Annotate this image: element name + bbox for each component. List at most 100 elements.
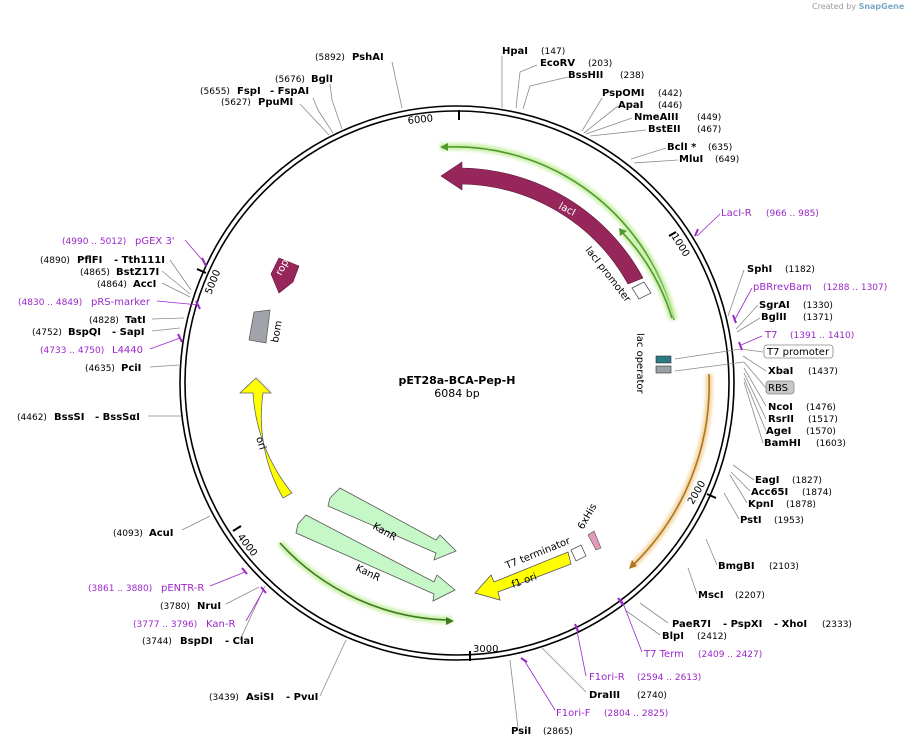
enzyme-PpuMI[interactable]: PpuMI [258, 97, 293, 108]
leader-XbaI [742, 355, 767, 372]
primer-LacI-R[interactable]: LacI-R [721, 208, 752, 219]
enzyme-FspI[interactable]: FspI [237, 86, 261, 97]
enzyme-DraIII[interactable]: DraIII [589, 690, 620, 701]
enzyme-SapI[interactable]: - SapI [112, 327, 144, 338]
feature-rop [270, 257, 300, 294]
enzyme-EcoRV[interactable]: EcoRV [540, 58, 575, 69]
enzyme-BmgBI[interactable]: BmgBI [718, 561, 755, 572]
enzyme-ClaI[interactable]: - ClaI [225, 636, 254, 647]
enzyme-BstEII[interactable]: BstEII [648, 124, 681, 135]
enzyme-MscI[interactable]: MscI [698, 590, 724, 601]
leader-pRS-marker [156, 300, 200, 306]
primer-LacI-R-range: (966 .. 985) [766, 209, 819, 219]
enzyme-BspDI[interactable]: BspDI [180, 636, 213, 647]
T7-promoter-label[interactable]: T7 promoter [766, 347, 830, 358]
enzyme-NcoI[interactable]: NcoI [768, 402, 793, 413]
enzyme-Acc65I[interactable]: Acc65I [751, 487, 788, 498]
leader-MluI [633, 159, 679, 164]
enzyme-NruI[interactable]: NruI [197, 601, 221, 612]
feature-ori [238, 377, 293, 499]
feature-lacI-promoter [631, 281, 652, 300]
feature-bom-label: bom [270, 320, 285, 344]
enzyme-XhoI[interactable]: - XhoI [774, 619, 807, 630]
enzyme-NmeAIII-pos: (449) [697, 113, 721, 123]
enzyme-NcoI-pos: (1476) [806, 403, 836, 413]
enzyme-BlpI[interactable]: BlpI [662, 631, 684, 642]
enzyme-SgrAI[interactable]: SgrAI [759, 300, 790, 311]
enzyme-MscI-pos: (2207) [735, 591, 765, 601]
leader-NmeAIII [585, 117, 633, 135]
enzyme-BssHII[interactable]: BssHII [568, 70, 603, 81]
enzyme-AccI[interactable]: AccI [133, 279, 156, 290]
enzyme-PvuI[interactable]: - PvuI [286, 692, 318, 703]
primer-T7[interactable]: T7 [764, 330, 777, 341]
primer-F1ori-F[interactable]: F1ori-F [556, 708, 591, 719]
enzyme-PciI[interactable]: PciI [121, 363, 141, 374]
enzyme-AcuI[interactable]: AcuI [149, 528, 174, 539]
enzyme-BspQI[interactable]: BspQI [68, 327, 101, 338]
leader-T7-Term [620, 597, 643, 653]
leader-ApaI [583, 105, 619, 134]
RBS-label[interactable]: RBS [768, 383, 788, 394]
enzyme-PstI-pos: (1953) [774, 516, 804, 526]
orf-lacI-arrowhead [440, 143, 448, 151]
primer-pENTR-R[interactable]: pENTR-R [161, 583, 204, 594]
leader-L4440 [149, 337, 181, 350]
enzyme-PflFI[interactable]: PflFI [77, 255, 102, 266]
primer-pBRrevBam[interactable]: pBRrevBam [753, 282, 812, 293]
enzyme-BglII-pos: (1371) [803, 313, 833, 323]
enzyme-PaeR7I[interactable]: PaeR7I [672, 619, 711, 630]
leader-BclI [630, 147, 667, 160]
primer-pGEX3[interactable]: pGEX 3' [135, 236, 175, 247]
credit-prefix: Created by [812, 2, 857, 11]
enzyme-MluI-pos: (649) [715, 155, 739, 165]
enzyme-PstI[interactable]: PstI [740, 515, 762, 526]
primer-pRS-marker[interactable]: pRS-marker [91, 297, 151, 308]
enzyme-HpaI[interactable]: HpaI [502, 46, 528, 57]
enzyme-EagI[interactable]: EagI [755, 475, 779, 486]
enzyme-BglII[interactable]: BglII [761, 312, 787, 323]
enzyme-BlpI-pos: (2412) [697, 632, 727, 642]
enzyme-KpnI[interactable]: KpnI [748, 499, 774, 510]
primer-L4440[interactable]: L4440 [112, 345, 143, 356]
enzyme-AsiSI[interactable]: AsiSI [246, 692, 274, 703]
leader-T7-promoter [674, 348, 764, 360]
enzyme-MluI[interactable]: MluI [679, 154, 703, 165]
leader-PciI [149, 364, 180, 368]
tick-5000 [196, 268, 207, 274]
leader-PsiI [509, 659, 519, 729]
enzyme-ApaI[interactable]: ApaI [618, 100, 643, 111]
enzyme-FspAI[interactable]: - FspAI [270, 86, 309, 97]
enzyme-NmeAIII[interactable]: NmeAIII [634, 112, 678, 123]
enzyme-BglI[interactable]: BglI [311, 74, 333, 85]
enzyme-SphI[interactable]: SphI [747, 264, 772, 275]
enzyme-BamHI[interactable]: BamHI [764, 438, 801, 449]
enzyme-Tth111I[interactable]: - Tth111I [114, 255, 165, 266]
enzyme-TatI[interactable]: TatI [125, 315, 146, 326]
leader-NruI [225, 586, 260, 605]
leader-T7 [740, 335, 763, 346]
enzyme-PsiI[interactable]: PsiI [511, 726, 531, 737]
primer-F1ori-R[interactable]: F1ori-R [589, 672, 625, 683]
enzyme-PspOMI[interactable]: PspOMI [602, 88, 644, 99]
enzyme-BssSI[interactable]: BssSI [54, 412, 84, 423]
leader-NcoI [743, 367, 767, 407]
primer-T7-Term[interactable]: T7 Term [643, 649, 684, 660]
enzyme-PspXI[interactable]: - PspXI [723, 619, 762, 630]
enzyme-BstZ17I[interactable]: BstZ17I [116, 267, 159, 278]
primer-Kan-R[interactable]: Kan-R [206, 619, 235, 630]
leader-PflFI [169, 259, 192, 291]
enzyme-BssSaI[interactable]: - BssSαI [95, 412, 140, 423]
enzyme-BclI[interactable]: BclI * [667, 142, 697, 153]
enzyme-AccI-pos: (4864) [97, 280, 127, 290]
leader-Kan-R [245, 590, 264, 622]
leader-DraIII [541, 647, 587, 693]
enzyme-XbaI[interactable]: XbaI [768, 366, 793, 377]
enzyme-SgrAI-pos: (1330) [803, 301, 833, 311]
leader-AgeI [743, 377, 767, 432]
enzyme-RsrII[interactable]: RsrII [768, 414, 794, 425]
enzyme-KpnI-pos: (1878) [786, 500, 816, 510]
enzyme-PshAI[interactable]: PshAI [352, 52, 384, 63]
enzyme-AgeI[interactable]: AgeI [766, 426, 791, 437]
